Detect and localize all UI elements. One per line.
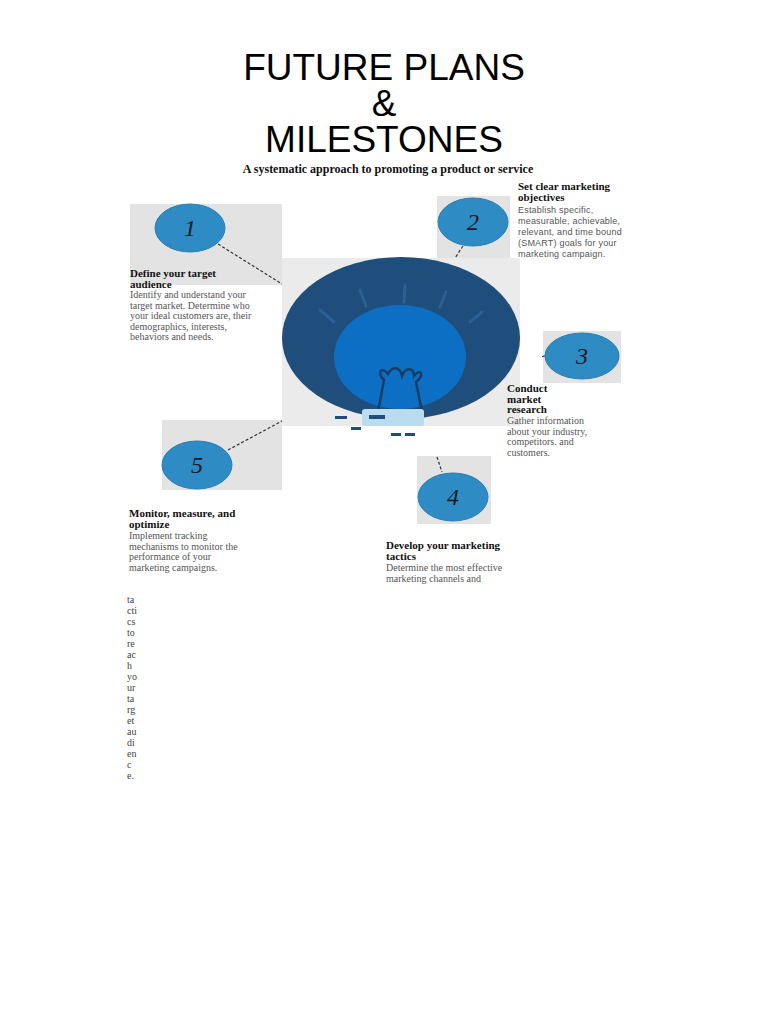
step-heading: Define your target audience xyxy=(130,268,242,289)
step-number: 3 xyxy=(544,332,620,380)
light-bulb xyxy=(282,257,520,436)
circle xyxy=(155,204,225,252)
step-description: Gather information about your industry, … xyxy=(507,416,597,458)
step-circle: 5Monitor, measure, and optimizeImplement… xyxy=(161,440,233,490)
step-number: 1 xyxy=(154,203,226,253)
step-description: Identify and understand your target mark… xyxy=(130,290,255,343)
subtitle: A systematic approach to promoting a pro… xyxy=(134,162,642,177)
step-circle: 3Conduct market researchGather informati… xyxy=(544,332,620,380)
title: FUTURE PLANS & MILESTONES xyxy=(184,50,584,158)
step-description: Determine the most effective marketing c… xyxy=(386,563,531,584)
leader-line xyxy=(455,246,463,258)
leader-line xyxy=(228,421,282,450)
step-description: Implement tracking mechanisms to monitor… xyxy=(129,531,254,573)
step-number: 2 xyxy=(437,197,509,247)
leader-line xyxy=(540,356,545,357)
circle xyxy=(438,198,508,246)
step-heading: Conduct market research xyxy=(507,383,567,415)
step-heading: Monitor, measure, and optimize xyxy=(129,508,244,529)
step-number: 5 xyxy=(161,440,233,490)
step-number: 4 xyxy=(417,472,489,522)
leader-line xyxy=(218,244,282,284)
step-heading: Develop your marketing tactics xyxy=(386,540,531,561)
circle xyxy=(162,441,232,489)
leader-line xyxy=(437,457,442,472)
step-circle: 2Set clear marketing objectivesEstablish… xyxy=(437,197,509,247)
step-description: Establish specific, measurable, achievab… xyxy=(518,205,642,260)
overflow-text: tactics to reach your target audience. xyxy=(127,594,137,781)
leader-lines xyxy=(218,244,545,472)
step-heading: Set clear marketing objectives xyxy=(518,181,640,202)
circle xyxy=(418,473,488,521)
circle xyxy=(545,333,619,379)
step-circle: 1Define your target audienceIdentify and… xyxy=(154,203,226,253)
step-circle: 4Develop your marketing tacticsDetermine… xyxy=(417,472,489,522)
